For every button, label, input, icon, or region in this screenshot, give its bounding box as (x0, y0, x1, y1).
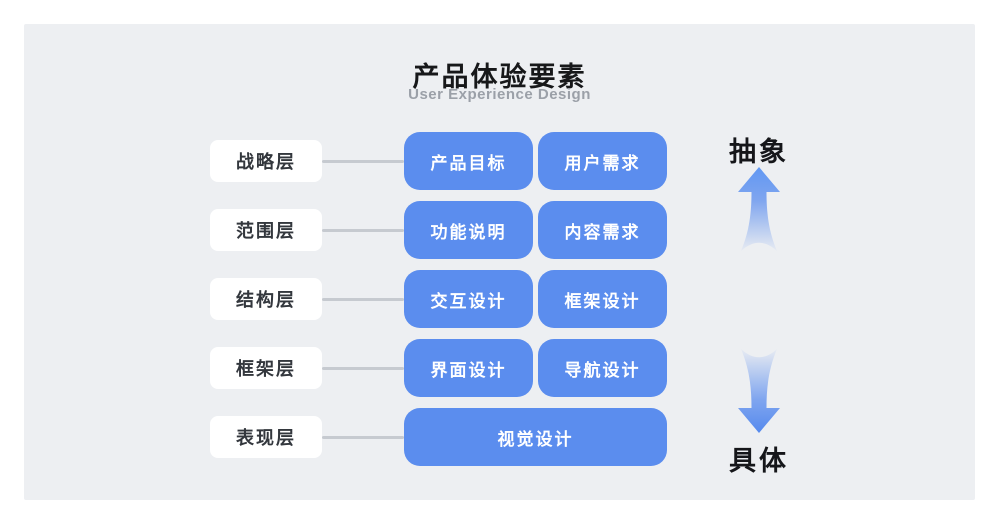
layer-label: 战略层 (236, 152, 296, 172)
item-box: 框架设计 (538, 270, 667, 328)
item-box: 视觉设计 (404, 408, 667, 466)
item-box: 功能说明 (404, 201, 533, 259)
layer-label-box: 范围层 (210, 209, 322, 251)
connector-line (322, 159, 404, 163)
layer-row-structure: 结构层 交互设计 框架设计 (210, 270, 667, 328)
layer-row-skeleton: 框架层 界面设计 导航设计 (210, 339, 667, 397)
diagram-panel: 产品体验要素 User Experience Design 战略层 产品目标 用… (24, 24, 975, 500)
item-boxes: 产品目标 用户需求 (404, 132, 667, 190)
layer-label-box: 结构层 (210, 278, 322, 320)
layer-rows: 战略层 产品目标 用户需求 范围层 功能说明 内容需求 结构层 (210, 132, 667, 477)
layer-label: 表现层 (236, 428, 296, 448)
layer-row-strategy: 战略层 产品目标 用户需求 (210, 132, 667, 190)
item-boxes: 功能说明 内容需求 (404, 201, 667, 259)
up-arrow-icon (738, 167, 780, 251)
item-box: 用户需求 (538, 132, 667, 190)
connector-line (322, 297, 404, 301)
item-boxes: 视觉设计 (404, 408, 667, 466)
axis-concrete-label: 具体 (729, 446, 789, 476)
item-boxes: 交互设计 框架设计 (404, 270, 667, 328)
connector-line (322, 435, 404, 439)
layer-label-box: 战略层 (210, 140, 322, 182)
down-arrow-icon (738, 349, 780, 433)
layer-label-box: 框架层 (210, 347, 322, 389)
page-subtitle: User Experience Design (408, 86, 591, 103)
layer-row-scope: 范围层 功能说明 内容需求 (210, 201, 667, 259)
item-boxes: 界面设计 导航设计 (404, 339, 667, 397)
item-box: 界面设计 (404, 339, 533, 397)
item-box: 交互设计 (404, 270, 533, 328)
page-title: 产品体验要素 (412, 62, 587, 92)
item-box: 产品目标 (404, 132, 533, 190)
item-box: 导航设计 (538, 339, 667, 397)
layer-label: 结构层 (236, 290, 296, 310)
connector-line (322, 228, 404, 232)
connector-line (322, 366, 404, 370)
layer-row-surface: 表现层 视觉设计 (210, 408, 667, 466)
layer-label-box: 表现层 (210, 416, 322, 458)
axis-abstract-label: 抽象 (729, 137, 789, 167)
layer-label: 范围层 (236, 221, 296, 241)
layer-label: 框架层 (236, 359, 296, 379)
item-box: 内容需求 (538, 201, 667, 259)
